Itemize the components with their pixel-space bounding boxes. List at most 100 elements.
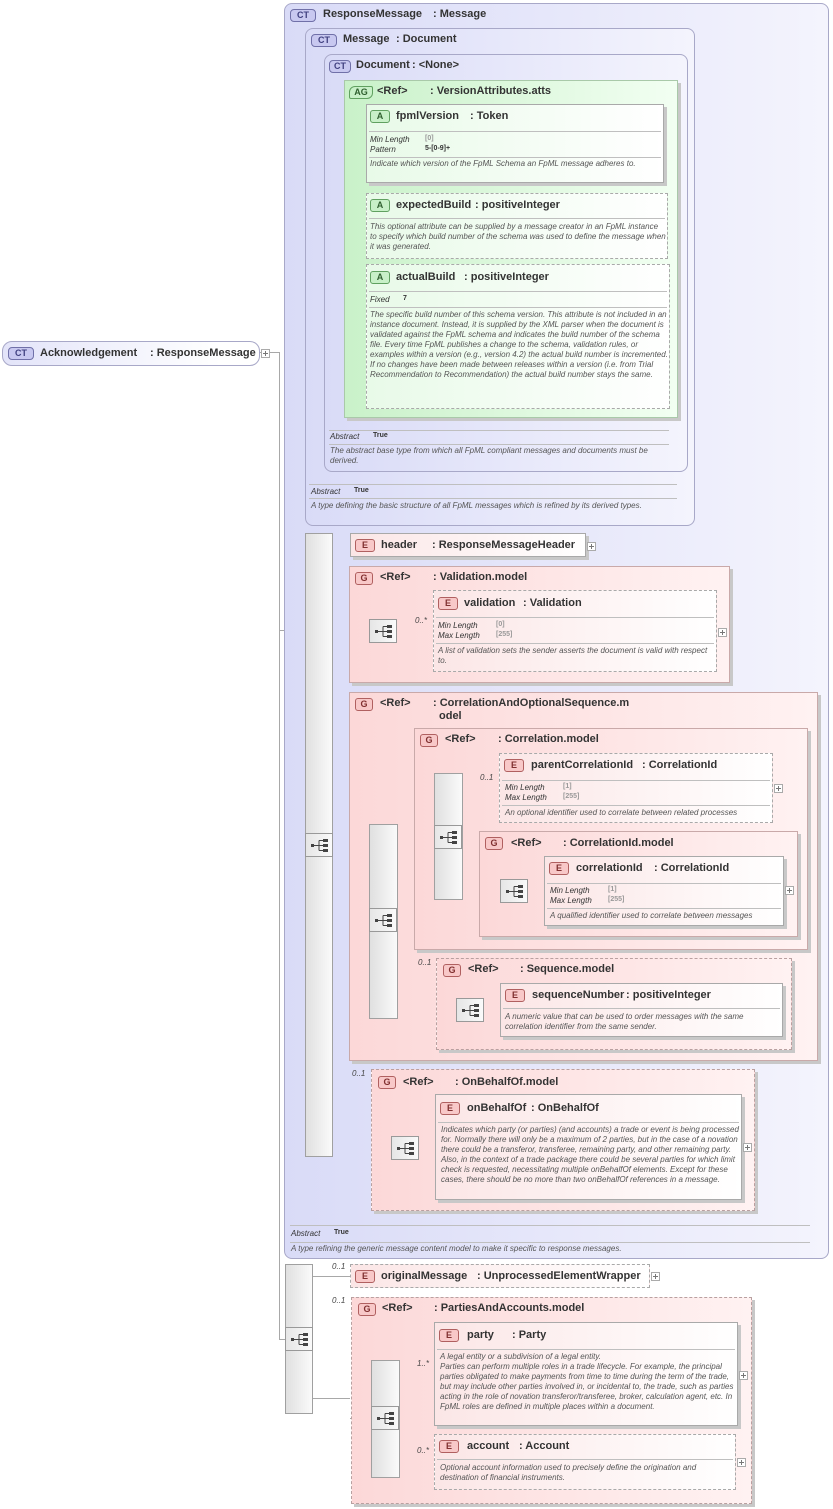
abstract-label: Abstract: [311, 487, 341, 496]
attribute-group-badge: AG: [349, 86, 373, 99]
min-length-value: [0]: [496, 621, 505, 628]
element-badge: E: [504, 759, 524, 772]
correlation-id-element[interactable]: E correlationId : CorrelationId Min Leng…: [544, 856, 784, 926]
element-badge: E: [355, 539, 375, 552]
expand-icon[interactable]: [587, 542, 596, 551]
sequence-number-element[interactable]: E sequenceNumber : positiveInteger A num…: [500, 983, 783, 1037]
connector-line: [260, 352, 280, 353]
document-name: Document: [356, 59, 410, 71]
validation-element[interactable]: E validation : Validation Min Length [0]…: [433, 590, 717, 672]
sequence-icon[interactable]: [434, 825, 462, 849]
abstract-value: True: [373, 432, 388, 439]
connector-line: [313, 1276, 350, 1277]
sequence-icon[interactable]: [391, 1136, 419, 1160]
message-name: Message: [343, 33, 390, 45]
fpml-version-type: : Token: [470, 110, 509, 122]
expand-icon[interactable]: [785, 886, 794, 895]
abstract-label: Abstract: [330, 432, 360, 441]
ref-label: <Ref>: [468, 963, 499, 975]
fixed-label: Fixed: [370, 295, 390, 304]
expand-icon[interactable]: [261, 349, 270, 358]
occurrence-label: 0..*: [415, 616, 428, 625]
account-name: account: [467, 1440, 510, 1452]
fpml-version-description: Indicate which version of the FpML Schem…: [370, 159, 636, 168]
group-badge: G: [355, 698, 373, 711]
complex-type-badge: CT: [329, 60, 351, 73]
validation-name: validation: [464, 597, 516, 609]
ref-label: <Ref>: [377, 85, 408, 97]
attribute-badge: A: [370, 199, 390, 212]
attribute-badge: A: [370, 110, 390, 123]
min-length-label: Min Length: [438, 621, 478, 630]
sequence-number-name: sequenceNumber: [532, 989, 625, 1001]
min-length-value: [1]: [608, 886, 617, 893]
sequence-icon[interactable]: [456, 998, 484, 1022]
expand-icon[interactable]: [743, 1143, 752, 1152]
expected-build-attribute[interactable]: A expectedBuild : positiveInteger This o…: [366, 193, 668, 259]
correlation-id-name: correlationId: [576, 862, 643, 874]
group-badge: G: [355, 572, 373, 585]
ref-label: <Ref>: [511, 837, 542, 849]
account-element[interactable]: E account : Account Optional account inf…: [434, 1434, 736, 1490]
expand-icon[interactable]: [737, 1458, 746, 1467]
correlation-and-optional-name-line2: odel: [439, 710, 462, 722]
sequence-icon[interactable]: [285, 1327, 313, 1351]
acknowledgement-complex-type[interactable]: CT Acknowledgement : ResponseMessage: [2, 341, 260, 366]
sequence-icon[interactable]: [369, 619, 397, 643]
expected-build-description: This optional attribute can be supplied …: [370, 222, 666, 251]
element-badge: E: [505, 989, 525, 1002]
max-length-value: [255]: [608, 896, 625, 903]
max-length-label: Max Length: [550, 896, 592, 905]
abstract-value: True: [354, 487, 369, 494]
root-name: Acknowledgement: [40, 347, 138, 359]
response-message-type: : Message: [433, 8, 487, 20]
expected-build-name: expectedBuild: [396, 199, 472, 211]
max-length-label: Max Length: [505, 793, 547, 802]
on-behalf-of-element[interactable]: E onBehalfOf : OnBehalfOf Indicates whic…: [435, 1094, 742, 1200]
parties-and-accounts-model-name: : PartiesAndAccounts.model: [434, 1302, 585, 1314]
parent-correlation-id-name: parentCorrelationId: [531, 759, 634, 771]
party-element[interactable]: E party : Party A legal entity or a subd…: [434, 1322, 738, 1426]
sequence-icon[interactable]: [500, 879, 528, 903]
header-type: : ResponseMessageHeader: [432, 539, 576, 551]
element-badge: E: [439, 1329, 459, 1342]
occurrence-label: 0..1: [480, 773, 494, 782]
expected-build-type: : positiveInteger: [475, 199, 560, 211]
on-behalf-of-model-name: : OnBehalfOf.model: [455, 1076, 559, 1088]
fpml-version-attribute[interactable]: A fpmlVersion : Token Min Length [0] Pat…: [366, 104, 664, 183]
min-length-label: Min Length: [550, 886, 590, 895]
party-description-line1: A legal entity or a subdivision of a leg…: [440, 1352, 601, 1361]
occurrence-label: 0..*: [417, 1446, 430, 1455]
expand-icon[interactable]: [651, 1272, 660, 1281]
sequence-icon[interactable]: [305, 833, 333, 857]
fixed-value: 7: [403, 295, 407, 302]
max-length-value: [255]: [496, 631, 513, 638]
occurrence-label: 0..1: [418, 958, 432, 967]
sequence-icon[interactable]: [369, 908, 397, 932]
expand-icon[interactable]: [774, 784, 783, 793]
sequence-number-type: : positiveInteger: [626, 989, 711, 1001]
original-message-type: : UnprocessedElementWrapper: [477, 1270, 641, 1282]
sequence-icon[interactable]: [371, 1406, 399, 1430]
group-badge: G: [443, 964, 461, 977]
party-description: Parties can perform multiple roles in a …: [440, 1362, 734, 1411]
header-name: header: [381, 539, 418, 551]
actual-build-attribute[interactable]: A actualBuild : positiveInteger Fixed 7 …: [366, 264, 670, 409]
original-message-element[interactable]: E originalMessage : UnprocessedElementWr…: [350, 1264, 650, 1288]
element-badge: E: [439, 1440, 459, 1453]
version-attributes-name: : VersionAttributes.atts: [430, 85, 552, 97]
element-badge: E: [549, 862, 569, 875]
abstract-value: True: [334, 1229, 349, 1236]
element-badge: E: [438, 597, 458, 610]
occurrence-label: 0..1: [332, 1262, 346, 1271]
expand-icon[interactable]: [739, 1371, 748, 1380]
parent-correlation-id-element[interactable]: E parentCorrelationId : CorrelationId Mi…: [499, 753, 773, 823]
sequence-number-description: A numeric value that can be used to orde…: [505, 1012, 744, 1031]
header-element[interactable]: E header : ResponseMessageHeader: [350, 533, 586, 557]
expand-icon[interactable]: [718, 628, 727, 637]
group-badge: G: [420, 734, 438, 747]
group-badge: G: [378, 1076, 396, 1089]
actual-build-name: actualBuild: [396, 271, 456, 283]
min-length-value: [1]: [563, 783, 572, 790]
occurrence-label: 0..1: [352, 1069, 366, 1078]
